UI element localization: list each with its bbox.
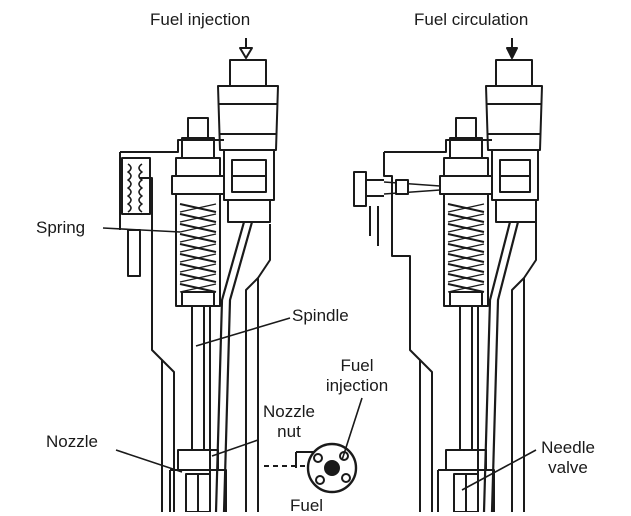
label-spring: Spring [36,218,86,237]
left-spring [171,117,225,307]
label-fuel-injection-mid: Fuel injection [312,356,402,396]
left-nozzle [169,449,227,512]
right-nozzle [437,449,495,512]
left-injector [119,38,279,512]
right-spring [439,117,493,307]
label-nozzle: Nozzle [46,432,98,451]
nozzle-cross-section [264,442,358,494]
leader-lines [102,227,537,491]
label-fuel-injection-mid-line1: Fuel [340,356,374,375]
right-inlet-fitting [485,59,543,223]
left-side-bracket [121,157,151,277]
label-fuel-injection-mid-line2: injection [325,376,389,395]
label-fuel-circulation-top: Fuel circulation [414,10,529,29]
left-inlet-fitting [217,59,279,223]
label-nozzle-nut-line1: Nozzle [263,402,315,421]
right-spindle [459,221,520,512]
left-spindle [191,221,254,512]
label-needle-valve-line1: Needle [541,438,595,457]
label-nozzle-nut-line2: nut [277,422,301,441]
label-spindle: Spindle [292,306,349,325]
label-fuel-bottom: Fuel [290,496,324,515]
label-fuel-injection-top: Fuel injection [150,10,251,29]
label-needle-valve: Needle valve [530,438,606,478]
left-body-outline [119,139,271,512]
right-inlet-arrow-icon [506,38,518,59]
left-inlet-arrow-icon [239,38,253,59]
right-injector [353,38,543,512]
label-needle-valve-line2: valve [548,458,588,477]
label-nozzle-nut: Nozzle nut [254,402,324,442]
right-return-fitting [353,171,441,246]
right-body-outline [383,139,537,512]
